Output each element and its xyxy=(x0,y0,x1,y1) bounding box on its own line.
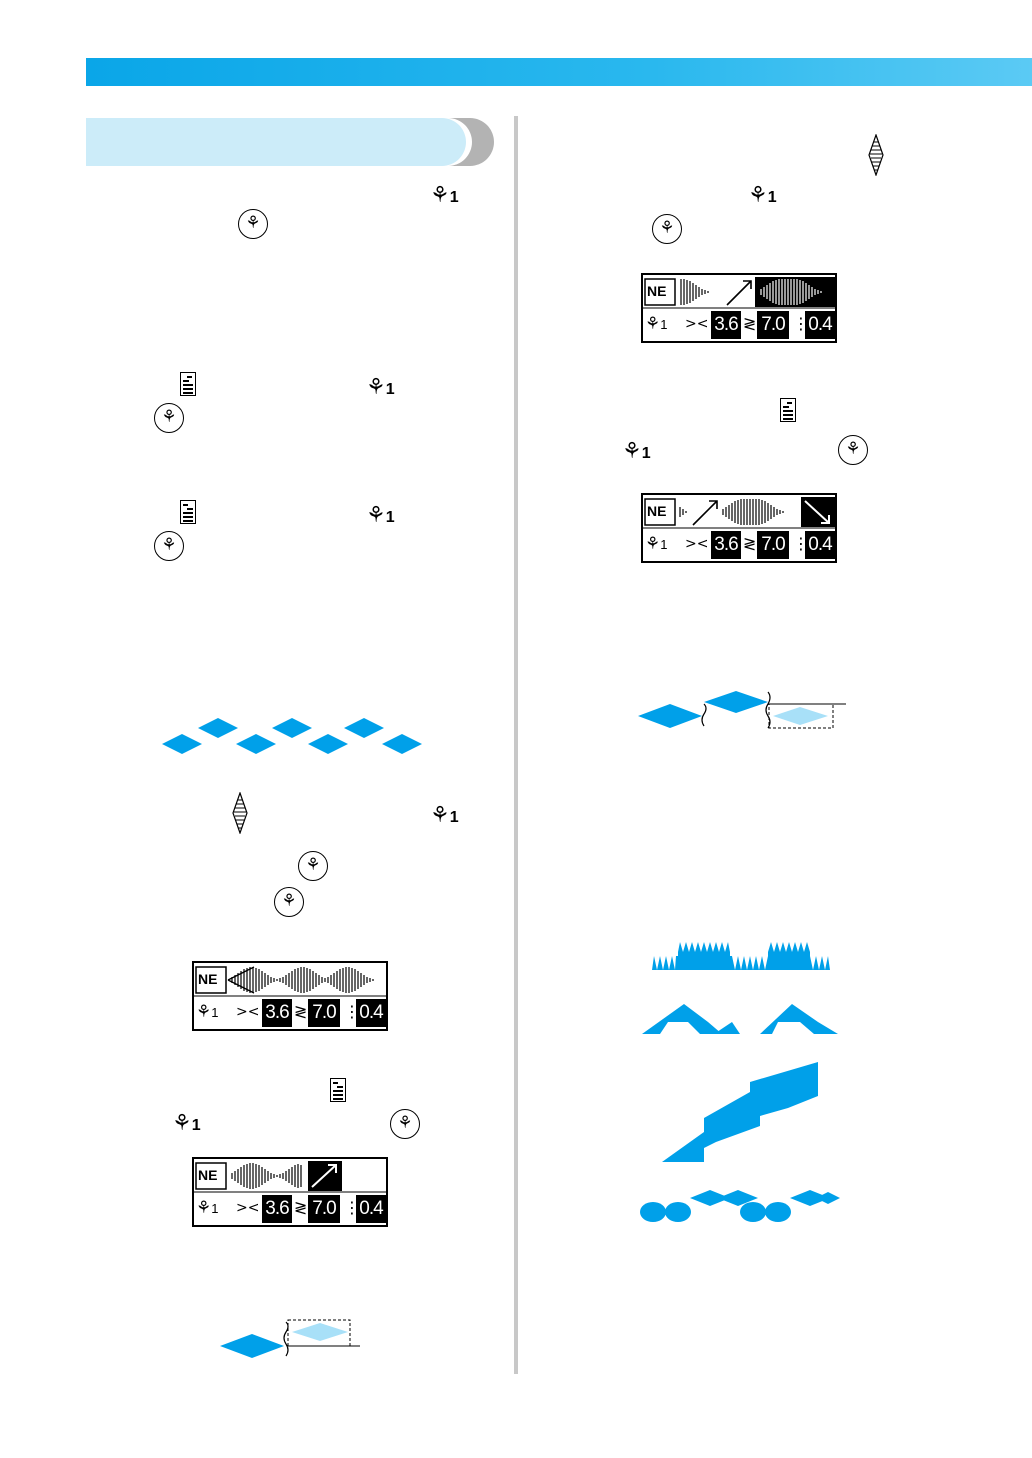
lcd-display: NE ⚘1 >< 3.6 ≷ 7.0 ⋮ 0.4 xyxy=(192,961,388,1031)
width-icon: >< xyxy=(236,1200,260,1216)
combination-stitch-sample xyxy=(642,1004,838,1034)
image-left-key-icon xyxy=(780,398,796,422)
combination-stitch-sample xyxy=(652,942,830,970)
pattern-number-icon: ⚘1 xyxy=(196,1198,219,1218)
lcd-display: NE ⚘1 >< 3.6 ≷ 7.0 ⋮ 0.4 xyxy=(192,1157,388,1227)
lcd-mode-label: NE xyxy=(647,283,667,299)
length-value: 7.0 xyxy=(308,1195,340,1223)
pattern-number-icon: ⚘1 xyxy=(430,183,459,208)
needle-button-icon: ⚘ xyxy=(154,531,184,561)
pattern-number-icon: ⚘1 xyxy=(645,314,668,334)
diamond-satin-stitch-icon xyxy=(868,134,884,176)
combination-stitch-sample xyxy=(640,1190,840,1222)
pattern-number-icon: ⚘1 xyxy=(172,1111,201,1136)
width-icon: >< xyxy=(236,1004,260,1020)
pattern-number-icon: ⚘1 xyxy=(748,183,777,208)
density-value: 0.4 xyxy=(356,999,386,1027)
image-left-key-icon xyxy=(180,372,196,396)
needle-button-icon: ⚘ xyxy=(154,403,184,433)
pattern-number-icon: ⚘1 xyxy=(622,439,651,464)
needle-button-icon: ⚘ xyxy=(298,851,328,881)
width-icon: >< xyxy=(685,536,709,552)
length-value: 7.0 xyxy=(757,311,789,339)
image-right-key-icon xyxy=(330,1078,346,1102)
lcd-display: NE ⚘1 >< 3.6 ≷ 7.0 ⋮ 0.4 xyxy=(641,273,837,343)
diamond-satin-stitch-icon xyxy=(232,792,248,834)
lcd-mode-label: NE xyxy=(647,503,667,519)
length-icon: ≷ xyxy=(743,534,757,553)
density-value: 0.4 xyxy=(356,1195,386,1223)
lcd-mode-label: NE xyxy=(198,1167,218,1183)
needle-button-icon: ⚘ xyxy=(390,1109,420,1139)
column-divider xyxy=(514,116,518,1374)
length-value: 7.0 xyxy=(757,531,789,559)
header-band xyxy=(86,58,1032,86)
width-value: 3.6 xyxy=(262,1195,292,1223)
pattern-number-icon: ⚘1 xyxy=(645,534,668,554)
pattern-number-icon: ⚘1 xyxy=(430,803,459,828)
length-icon: ≷ xyxy=(743,314,757,333)
stitch-preview xyxy=(220,1319,360,1358)
pattern-number-icon: ⚘1 xyxy=(196,1002,219,1022)
needle-button-icon: ⚘ xyxy=(838,435,868,465)
section-tab xyxy=(86,118,494,166)
length-icon: ≷ xyxy=(294,1002,308,1021)
width-value: 3.6 xyxy=(262,999,292,1027)
image-right-key-icon xyxy=(180,500,196,524)
lcd-mode-label: NE xyxy=(198,971,218,987)
width-icon: >< xyxy=(685,316,709,332)
pattern-number-icon: ⚘1 xyxy=(366,503,395,528)
lcd-display: NE ⚘1 >< 3.6 ≷ 7.0 ⋮ 0.4 xyxy=(641,493,837,563)
needle-button-icon: ⚘ xyxy=(652,214,682,244)
needle-button-icon: ⚘ xyxy=(238,209,268,239)
needle-button-icon: ⚘ xyxy=(274,887,304,917)
density-value: 0.4 xyxy=(805,311,835,339)
length-icon: ≷ xyxy=(294,1198,308,1217)
density-value: 0.4 xyxy=(805,531,835,559)
length-value: 7.0 xyxy=(308,999,340,1027)
stitch-preview xyxy=(638,691,846,729)
width-value: 3.6 xyxy=(711,311,741,339)
combination-stitch-sample xyxy=(662,1062,818,1162)
diamond-stitch-sample-row xyxy=(162,718,422,754)
pattern-number-icon: ⚘1 xyxy=(366,375,395,400)
width-value: 3.6 xyxy=(711,531,741,559)
